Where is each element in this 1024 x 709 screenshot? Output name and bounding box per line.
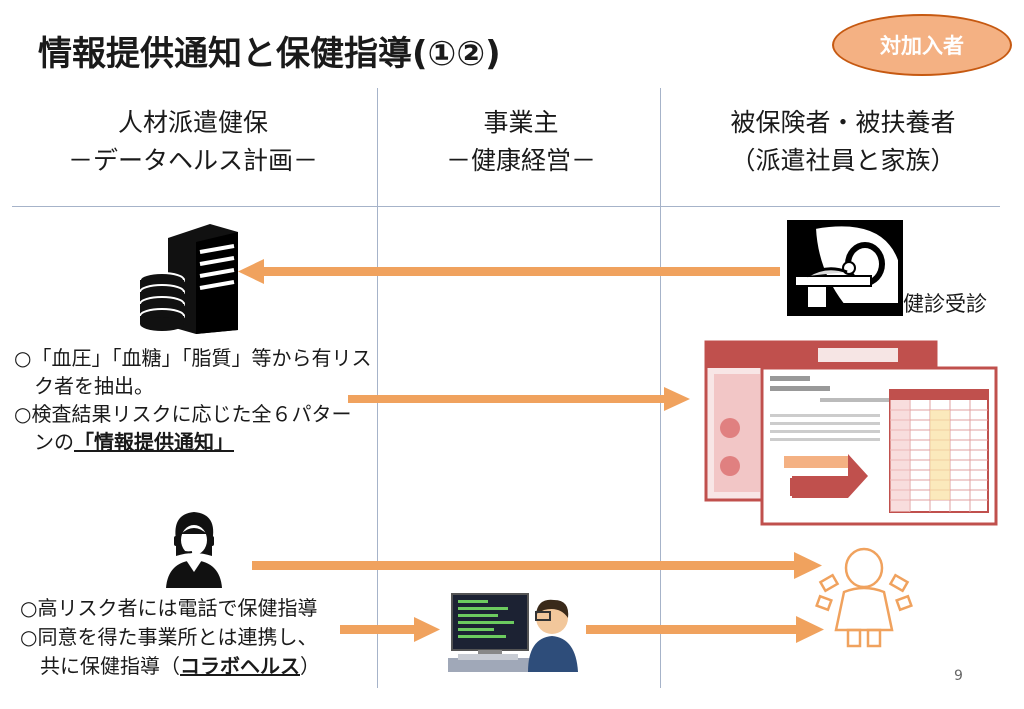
column-insured-title: 被保険者・被扶養者 xyxy=(730,108,956,137)
guidance-line-1: ○高リスク者には電話で保健指導 xyxy=(20,596,318,620)
notice-line-4: ンの「情報提供通知」 xyxy=(14,428,374,456)
call-center-operator-icon xyxy=(166,512,222,588)
guidance-line-2: ○同意を得た事業所とは連携し、 xyxy=(20,625,318,649)
guidance-line-3-suffix: ） xyxy=(300,654,320,678)
arrow-checkup-data-to-insurer xyxy=(238,259,780,284)
target-badge: 対加入者 xyxy=(832,14,1012,76)
arrow-employer-to-insured xyxy=(586,616,824,643)
server-database-icon xyxy=(139,224,238,334)
checkup-label: 健診受診 xyxy=(903,292,987,316)
notice-description: ○「血圧」「血糖」「脂質」等から有リス ク者を抽出。 ○検査結果リスクに応じた全… xyxy=(14,344,374,456)
notice-line-1: ○「血圧」「血糖」「脂質」等から有リス xyxy=(14,346,372,370)
header-divider xyxy=(12,206,1000,207)
arrow-collaboration-to-employer xyxy=(340,617,440,642)
ct-scanner-patient-icon xyxy=(787,220,903,316)
column-employer: 事業主 －健康経営－ xyxy=(380,104,662,180)
arrow-notice-to-insured xyxy=(348,387,690,411)
column-health-insurance-title: 人材派遣健保 xyxy=(117,108,268,137)
notice-line-4-prefix: ンの xyxy=(34,430,74,454)
page-title: 情報提供通知と保健指導(①②) xyxy=(38,34,501,74)
arrow-phone-guidance xyxy=(252,552,822,579)
notice-emphasis: 「情報提供通知」 xyxy=(74,430,234,454)
column-health-insurance: 人材派遣健保 －データヘルス計画－ xyxy=(20,104,366,180)
guidance-emphasis: コラボヘルス xyxy=(180,654,300,678)
column-employer-title: 事業主 xyxy=(483,108,559,137)
column-health-insurance-subtitle: －データヘルス計画－ xyxy=(67,146,318,175)
column-divider-right xyxy=(660,88,661,688)
guidance-description: ○高リスク者には電話で保健指導 ○同意を得た事業所とは連携し、 共に保健指導（コ… xyxy=(20,594,360,681)
column-insured: 被保険者・被扶養者 （派遣社員と家族） xyxy=(662,104,1024,180)
notification-documents-icon xyxy=(704,340,998,526)
office-worker-computer-icon xyxy=(448,593,578,672)
notice-line-3: ○検査結果リスクに応じた全６パター xyxy=(14,402,352,426)
column-employer-subtitle: －健康経営－ xyxy=(445,146,596,175)
person-outline-icon xyxy=(815,547,913,648)
column-insured-subtitle: （派遣社員と家族） xyxy=(730,146,956,175)
page-number: 9 xyxy=(954,668,963,684)
guidance-line-3: 共に保健指導（コラボヘルス） xyxy=(20,652,360,681)
column-divider-left xyxy=(377,88,378,688)
guidance-line-3-prefix: 共に保健指導（ xyxy=(40,654,180,678)
notice-line-2: ク者を抽出。 xyxy=(34,374,154,398)
